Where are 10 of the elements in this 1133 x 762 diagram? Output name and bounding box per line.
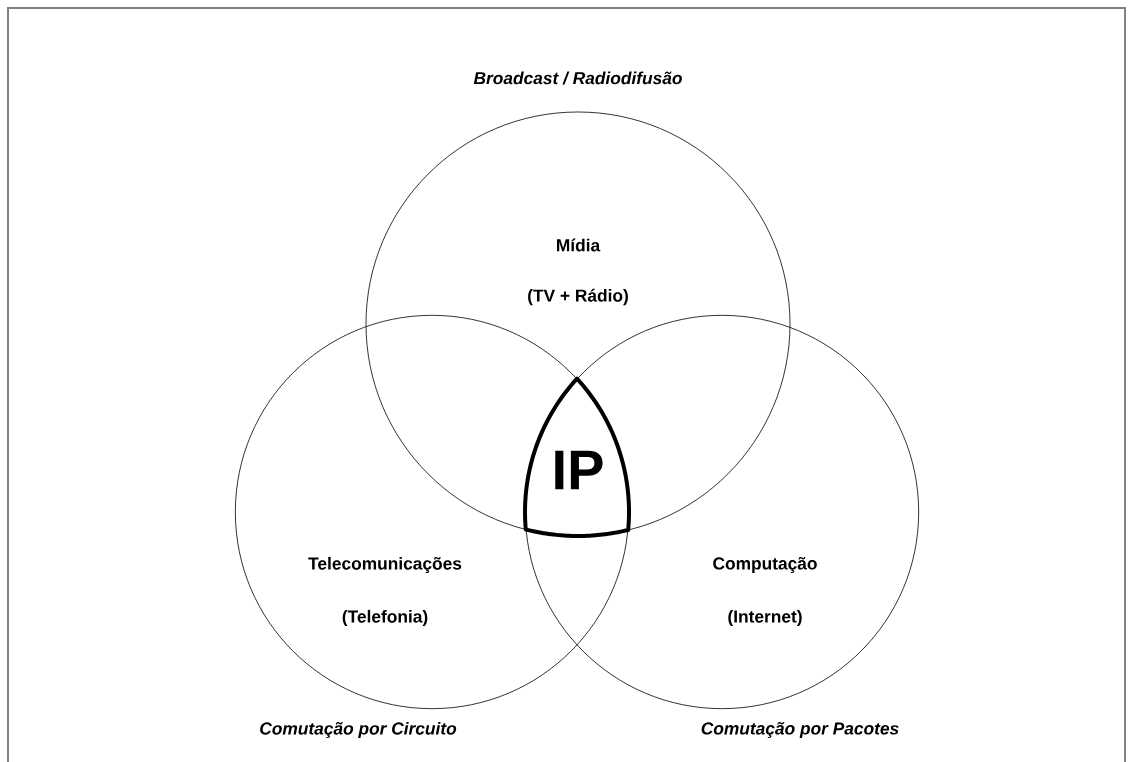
node-label: Broadcast / Radiodifusão: [473, 71, 682, 85]
circle-label: (Internet): [728, 609, 802, 627]
circle-label: Telecomunicações: [308, 556, 462, 574]
circle-label: Computação: [713, 556, 817, 574]
intersection-label: IP: [555, 450, 603, 490]
circle-label: (TV + Rádio): [528, 288, 628, 306]
node-label: Comutação por Pacotes: [701, 721, 899, 739]
circle-label: (Telefonia): [342, 609, 428, 627]
circle-label: Mídia: [557, 238, 601, 252]
node-label: Comutação por Circuito: [260, 721, 457, 739]
